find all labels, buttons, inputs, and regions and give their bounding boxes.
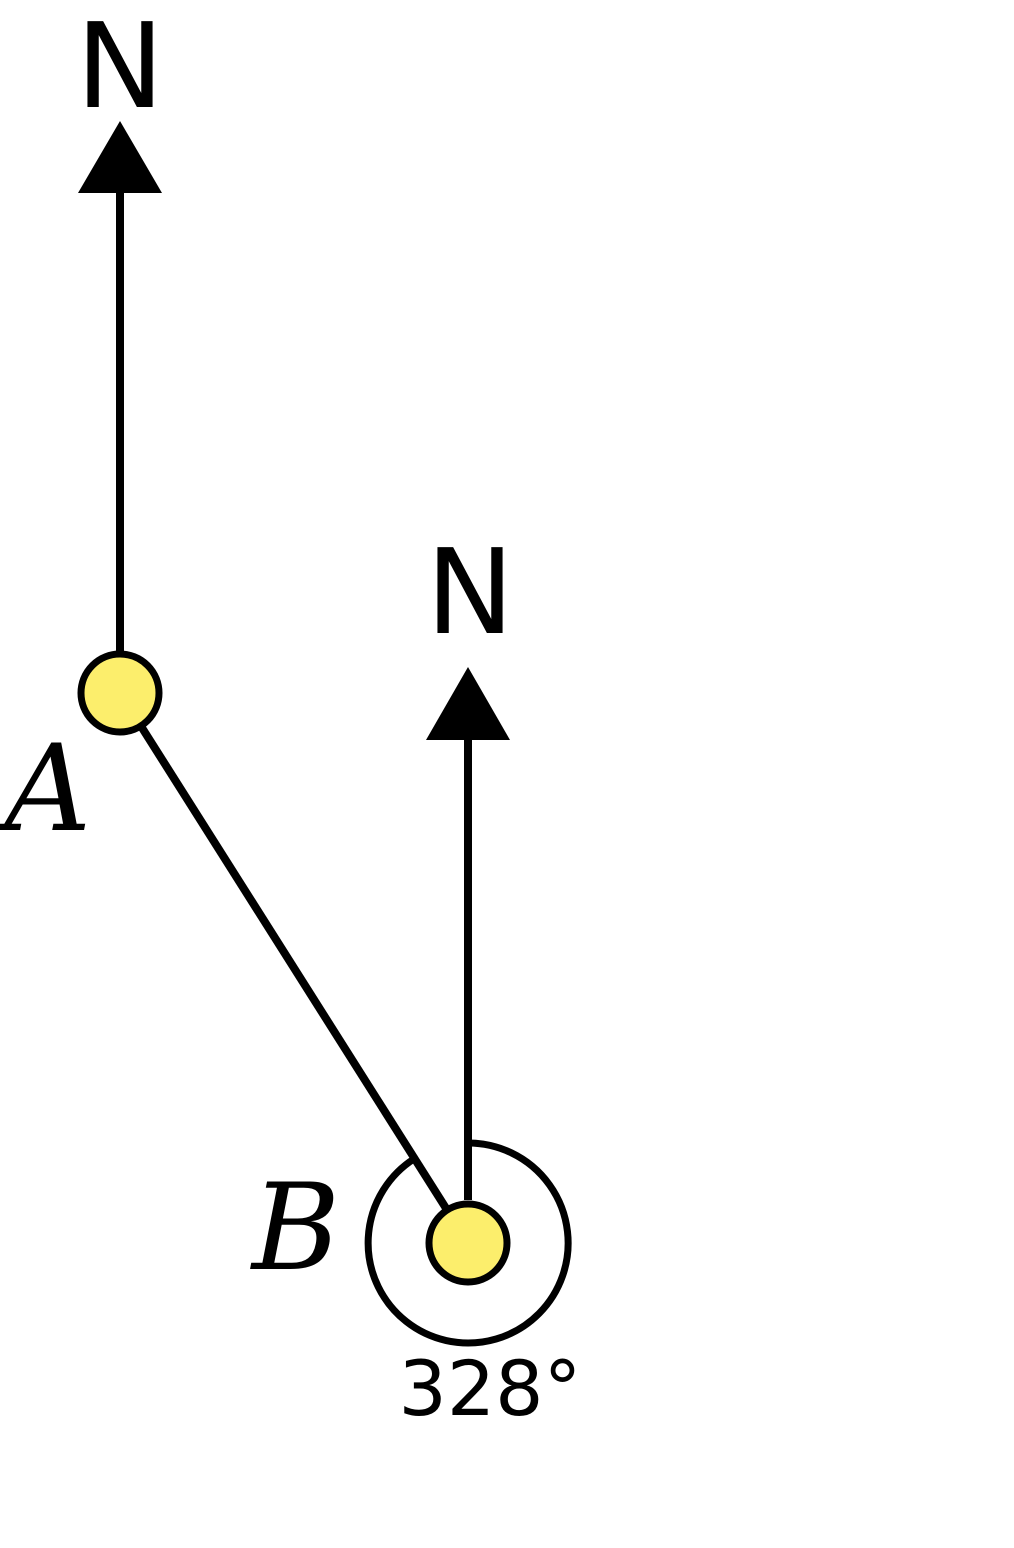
north-arrowhead-b <box>426 667 510 740</box>
north-label-a: N <box>76 0 164 135</box>
north-label-b: N <box>426 523 514 661</box>
bearing-angle-label: 328° <box>398 1344 581 1433</box>
north-arrow-a: N <box>76 0 164 652</box>
point-b-label: B <box>250 1159 340 1298</box>
north-arrow-b: N <box>426 523 514 1200</box>
north-arrowhead-a <box>78 121 162 193</box>
segment-ab <box>116 690 472 1246</box>
bearing-angle-arc <box>364 1139 572 1347</box>
point-a-marker <box>77 650 163 736</box>
point-b-marker <box>425 1200 511 1286</box>
point-a-label: A <box>0 720 91 859</box>
